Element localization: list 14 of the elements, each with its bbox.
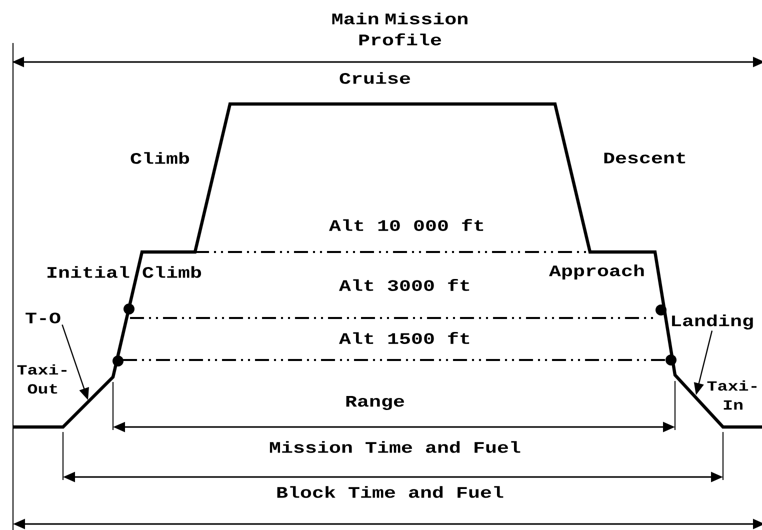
altitude-label: Alt 10 000 ft <box>329 219 484 231</box>
altitude-label: Alt 1500 ft <box>339 332 470 344</box>
dimension-label: Range <box>346 396 404 410</box>
phase-label: Descent <box>604 152 686 164</box>
dimension-label: Block Time and Fuel <box>277 486 504 498</box>
phase-label: Initial Climb <box>48 266 202 278</box>
phase-label: Taxi- In <box>707 380 756 410</box>
phase-label: Taxi- Out <box>17 364 66 394</box>
phase-label: Approach <box>549 264 644 280</box>
dimension-label: Main Mission Profile <box>332 12 468 46</box>
flight-profile-drawing <box>13 102 762 429</box>
phase-label: Cruise <box>340 72 410 84</box>
phase-label: Climb <box>130 152 190 164</box>
altitude-label: Alt 3000 ft <box>339 279 470 291</box>
